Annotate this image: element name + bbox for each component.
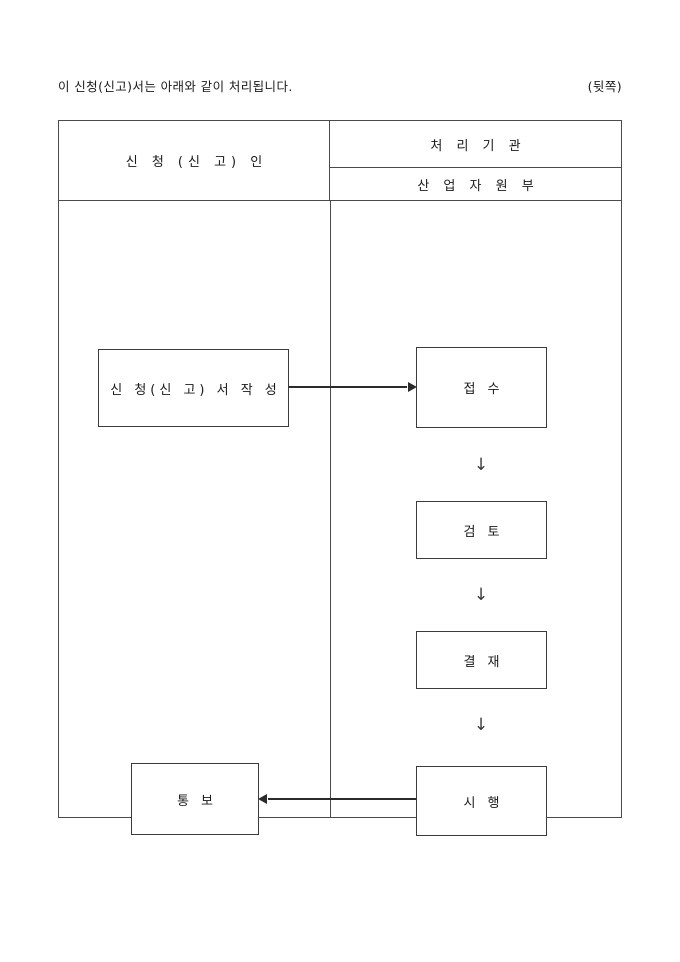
flow-box-receive-label: 접 수 [463, 382, 504, 397]
header-cell-agency: 처 리 기 관 산 업 자 원 부 [330, 121, 621, 200]
flow-box-notify: 통 보 [131, 763, 259, 835]
arrow-left-icon-execute-to-notify [268, 798, 416, 800]
arrow-down-icon-approve-to-execute: ↓ [473, 714, 489, 735]
flow-box-review-label: 검 토 [463, 524, 504, 540]
table-header-band: 신 청 (신 고) 인 처 리 기 관 산 업 자 원 부 [59, 121, 621, 201]
flow-box-notify-label: 통 보 [176, 793, 218, 809]
flow-box-approve: 결 재 [416, 631, 547, 689]
document-note-row: 이 신청(신고)서는 아래와 같이 처리됩니다. (뒷쪽) [58, 74, 622, 96]
header-cell-agency-title: 처 리 기 관 [330, 121, 621, 168]
header-label-agency-name: 산 업 자 원 부 [417, 178, 539, 194]
flow-box-receive: 접 수 [416, 347, 547, 428]
table-body: 신 청(신 고) 서 작 성 통 보 접 수 검 토 결 재 시 행 ↓ ↓ ↓ [59, 201, 621, 836]
header-cell-agency-name: 산 업 자 원 부 [330, 168, 621, 200]
column-divider [330, 201, 331, 817]
arrow-down-icon-review-to-approve: ↓ [473, 584, 489, 605]
flow-box-execute-label: 시 행 [463, 795, 504, 811]
arrow-down-icon-receive-to-review: ↓ [473, 454, 489, 475]
page-side-marker: (뒷쪽) [587, 78, 622, 94]
flow-box-execute: 시 행 [416, 766, 547, 836]
processing-note-text: 이 신청(신고)서는 아래와 같이 처리됩니다. [58, 78, 293, 94]
flow-box-approve-label: 결 재 [463, 654, 504, 670]
flow-box-apply: 신 청(신 고) 서 작 성 [98, 349, 289, 427]
header-label-agency: 처 리 기 관 [430, 138, 526, 154]
header-cell-applicant: 신 청 (신 고) 인 [59, 121, 330, 200]
flow-box-apply-label: 신 청(신 고) 서 작 성 [110, 382, 281, 398]
flow-box-review: 검 토 [416, 501, 547, 559]
header-label-applicant: 신 청 (신 고) 인 [125, 155, 268, 170]
arrow-right-icon-apply-to-receive [289, 386, 407, 388]
process-flow-table: 신 청 (신 고) 인 처 리 기 관 산 업 자 원 부 신 청(신 고) 서… [58, 120, 622, 836]
